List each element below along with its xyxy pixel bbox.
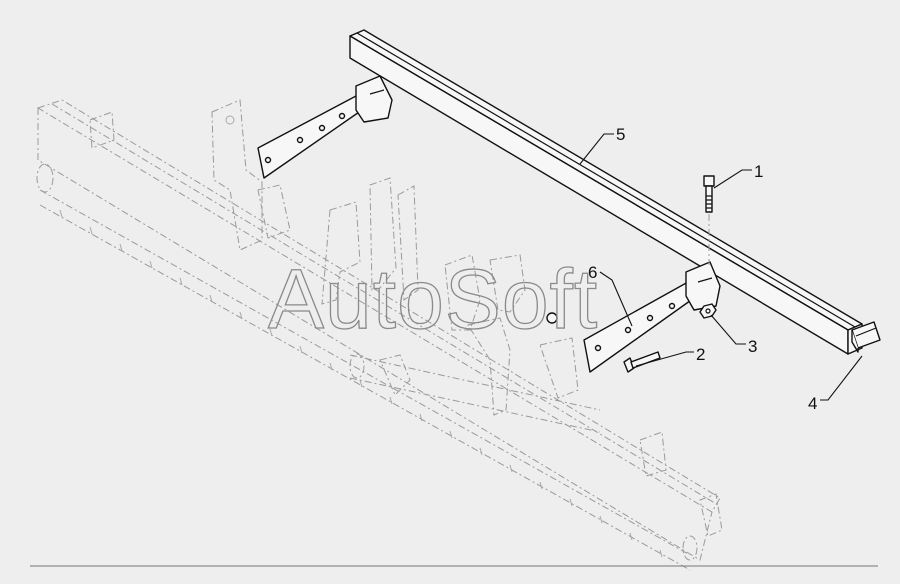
ghost-end-block — [89, 111, 115, 149]
ghost-main-beam-side — [37, 108, 713, 561]
leader-4 — [820, 355, 863, 401]
part-6-mount-bracket — [583, 261, 721, 373]
upper-bracket-clevis — [355, 75, 393, 123]
cap-side — [851, 330, 859, 353]
ghost-bracket-mid2 — [369, 177, 397, 291]
upper-clevis-slot — [369, 89, 385, 95]
ghost-bracket-center2 — [489, 254, 526, 313]
ghost-clamp — [379, 354, 411, 396]
bracket-hole — [318, 124, 326, 132]
leader-6 — [599, 271, 633, 327]
clevis-slot — [697, 277, 713, 283]
callout-4: 4 — [808, 394, 817, 413]
ghost-beam-edge — [51, 103, 719, 506]
part-4-end-cap — [851, 321, 881, 353]
ghost-main-beam-top — [36, 99, 721, 513]
leader-lines — [579, 133, 863, 401]
ghosted-frame — [36, 99, 723, 571]
leader-2 — [635, 351, 694, 367]
ghost-bracket-lower — [467, 317, 511, 416]
tube-edge — [356, 32, 856, 328]
upper-bracket-plate — [257, 95, 363, 179]
ghost-tube-top — [349, 354, 601, 411]
bolt-shank — [705, 185, 713, 213]
ghost-rail-teeth — [59, 209, 663, 558]
part-5-square-tube — [349, 29, 863, 355]
ghost-roller-end-right — [682, 535, 698, 561]
leader-3 — [710, 314, 746, 345]
ghost-plate-left — [257, 184, 291, 239]
ghost-hole — [225, 115, 235, 125]
ghost-tube-end — [349, 353, 365, 379]
cap-ridge — [855, 327, 877, 337]
ghost-end-bracket — [699, 493, 723, 537]
ghost-rail-top — [39, 189, 691, 556]
bracket-clevis — [685, 261, 721, 311]
ghost-bracket-center — [444, 254, 481, 331]
leader-1 — [713, 169, 752, 189]
ghost-bracket-left — [211, 99, 263, 251]
bracket-hole — [668, 302, 676, 310]
ghost-bracket-mid3 — [397, 185, 419, 301]
bracket-hole — [296, 136, 304, 144]
bolt-thread — [706, 195, 712, 209]
bracket-hole — [594, 344, 602, 352]
bracket-hole — [338, 112, 346, 120]
ghost-plate-right — [539, 337, 579, 399]
ghost-roller-end-left — [36, 163, 54, 193]
callout-3: 3 — [748, 337, 757, 356]
ghost-rail-bottom — [39, 204, 691, 571]
part-1-bolt — [703, 175, 715, 265]
bolt-head — [703, 175, 715, 187]
ghost-small-block — [639, 431, 667, 477]
bracket-hole — [646, 314, 654, 322]
ghost-bracket-mid1 — [321, 201, 361, 305]
nut-hole — [705, 308, 711, 314]
callout-1: 1 — [754, 162, 763, 181]
bracket-hole — [264, 156, 272, 164]
callout-6: 6 — [588, 263, 597, 282]
part-2-bolt — [623, 351, 661, 373]
bracket-hole — [624, 326, 632, 334]
leader-5 — [579, 133, 614, 165]
bolt2-shank — [630, 351, 661, 369]
ghost-nut — [546, 312, 558, 324]
ghost-tube-bottom — [349, 377, 601, 433]
callout-2: 2 — [696, 345, 705, 364]
watermark: AutoSoft — [268, 252, 598, 346]
callout-5: 5 — [616, 125, 625, 144]
upper-mount-bracket — [257, 75, 393, 179]
